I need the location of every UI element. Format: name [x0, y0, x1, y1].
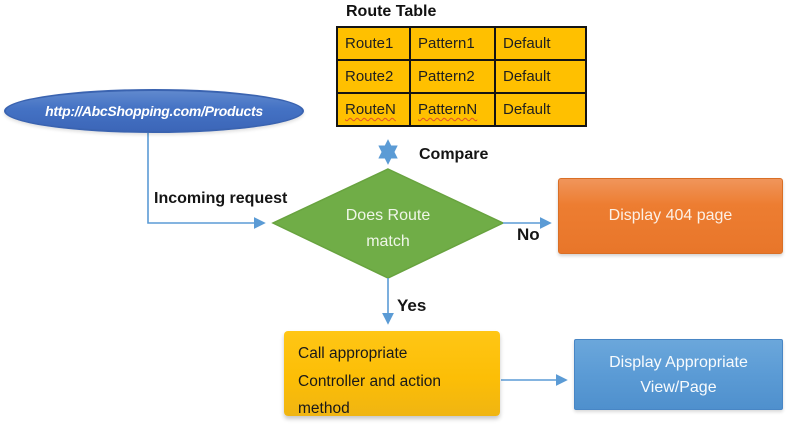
- display-404-label: Display 404 page: [608, 207, 733, 224]
- display-view-box: Display Appropriate View/Page: [574, 339, 783, 410]
- table-cell: Pattern2: [409, 59, 496, 94]
- table-cell: PatternN: [409, 92, 496, 127]
- table-cell: Default: [494, 92, 587, 127]
- url-ellipse-node: http://AbcShopping.com/Products: [4, 89, 304, 133]
- incoming-request-connector: [147, 133, 266, 229]
- decision-line-1: Does Route: [345, 207, 431, 224]
- route-table-title: Route Table: [346, 3, 437, 20]
- yes-label: Yes: [397, 296, 427, 315]
- call-controller-line-3: method: [298, 400, 350, 417]
- call-controller-line-1: Call appropriate: [298, 345, 408, 362]
- table-cell: Default: [494, 59, 587, 94]
- table-row: RouteN PatternN Default: [336, 92, 587, 127]
- table-cell: Default: [494, 26, 587, 61]
- url-label: http://AbcShopping.com/Products: [45, 103, 263, 119]
- display-404-box: Display 404 page: [558, 178, 783, 254]
- decision-diamond-label: Does Route match: [323, 203, 453, 255]
- call-controller-line-2: Controller and action: [298, 372, 442, 390]
- incoming-request-label: Incoming request: [154, 190, 288, 207]
- decision-line-2: match: [366, 233, 410, 250]
- table-cell: RouteN: [336, 92, 411, 127]
- table-cell: Pattern1: [409, 26, 496, 61]
- table-row: Route1 Pattern1 Default: [336, 26, 587, 61]
- table-cell: Route1: [336, 26, 411, 61]
- route-table: Route1 Pattern1 Default Route2 Pattern2 …: [336, 26, 587, 127]
- compare-label: Compare: [419, 146, 489, 163]
- display-view-line-2: View/Page: [640, 378, 717, 396]
- no-label: No: [517, 225, 540, 244]
- table-row: Route2 Pattern2 Default: [336, 59, 587, 94]
- display-view-line-1: Display Appropriate: [609, 353, 748, 371]
- call-controller-box: Call appropriate Controller and action m…: [284, 331, 500, 417]
- table-cell: Route2: [336, 59, 411, 94]
